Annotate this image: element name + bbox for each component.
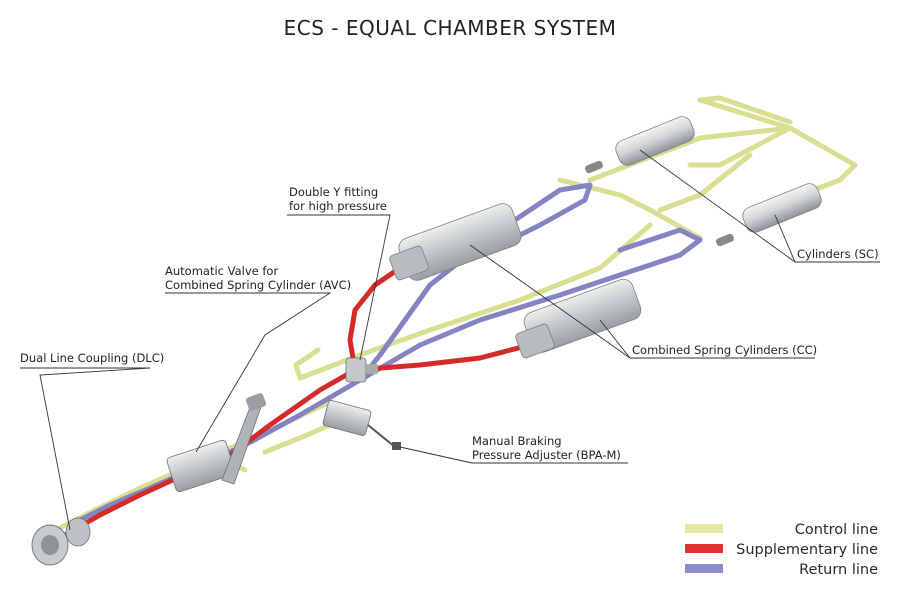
- combined-cylinder-cc-upper: [389, 203, 522, 281]
- combined-cylinder-cc-lower: [515, 278, 642, 359]
- label-double-y-2: for high pressure: [289, 199, 387, 213]
- legend-label-return: Return line: [799, 562, 878, 578]
- diagram-title: ECS - EQUAL CHAMBER SYSTEM: [283, 16, 617, 40]
- legend-label-control: Control line: [795, 522, 878, 538]
- double-y-fitting: [345, 357, 378, 383]
- label-cc: Combined Spring Cylinders (CC): [632, 343, 817, 357]
- leader-lines: [20, 149, 880, 531]
- legend-swatch-supplementary: [685, 544, 723, 553]
- label-dlc: Dual Line Coupling (DLC): [20, 351, 164, 365]
- avc-valve: [166, 393, 267, 493]
- legend-swatch-return: [685, 564, 723, 573]
- cylinder-sc-upper: [585, 116, 695, 174]
- bpa-m-adjuster: [322, 400, 401, 450]
- label-double-y-1: Double Y fitting: [289, 185, 378, 199]
- label-bpa-1: Manual Braking: [472, 434, 562, 448]
- cylinder-sc-lower: [716, 183, 822, 247]
- label-bpa-2: Pressure Adjuster (BPA-M): [472, 448, 621, 462]
- legend-label-supplementary: Supplementary line: [736, 542, 878, 558]
- label-sc: Cylinders (SC): [797, 247, 879, 261]
- legend-swatch-control: [685, 524, 723, 533]
- label-avc-1: Automatic Valve for: [165, 264, 278, 278]
- return-line: [67, 182, 703, 528]
- legend: Control line Supplementary line Return l…: [685, 522, 878, 578]
- dlc-coupling: [31, 517, 91, 566]
- supplementary-line: [62, 265, 533, 538]
- label-avc-2: Combined Spring Cylinder (AVC): [165, 278, 351, 292]
